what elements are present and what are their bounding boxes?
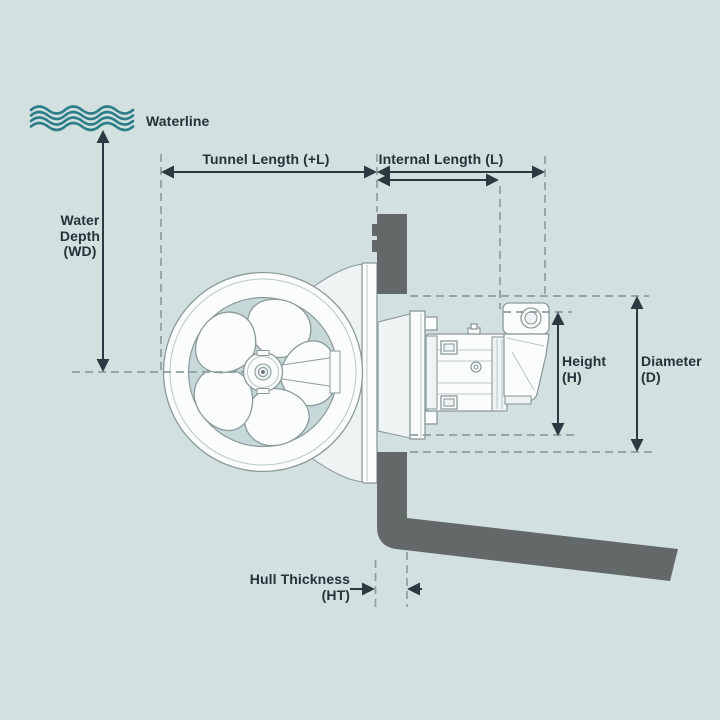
inboard-tunnel-cone [377, 313, 411, 439]
hub-center-dot [261, 370, 265, 374]
motor-mounting-plate [409, 310, 438, 440]
reference-dashed-lines [72, 154, 652, 607]
internal-length-label: Internal Length (L) [378, 151, 504, 167]
waterline-waves [29, 105, 135, 132]
water-depth-label: Water Depth (WD) [59, 212, 101, 259]
tunnel-length-label: Tunnel Length (+L) [202, 151, 330, 167]
motor-body [425, 323, 508, 412]
hull-plate [372, 214, 678, 581]
diameter-label: Diameter (D) [641, 353, 702, 385]
propeller-blade [194, 311, 257, 374]
tunnel-flange [361, 262, 378, 484]
waterline-label: Waterline [146, 113, 210, 129]
propeller [162, 271, 364, 473]
propeller-hub [242, 350, 284, 394]
dimension-arrows [96, 130, 644, 596]
hull-upper-plate [377, 214, 407, 294]
propeller-blades [193, 298, 339, 447]
hull-lower-plate [377, 452, 678, 581]
blade-root-clamp [329, 350, 341, 394]
gearbox-bracket [502, 302, 550, 405]
hull-thickness-label: Hull Thickness (HT) [249, 571, 350, 603]
height-label: Height (H) [562, 353, 607, 385]
